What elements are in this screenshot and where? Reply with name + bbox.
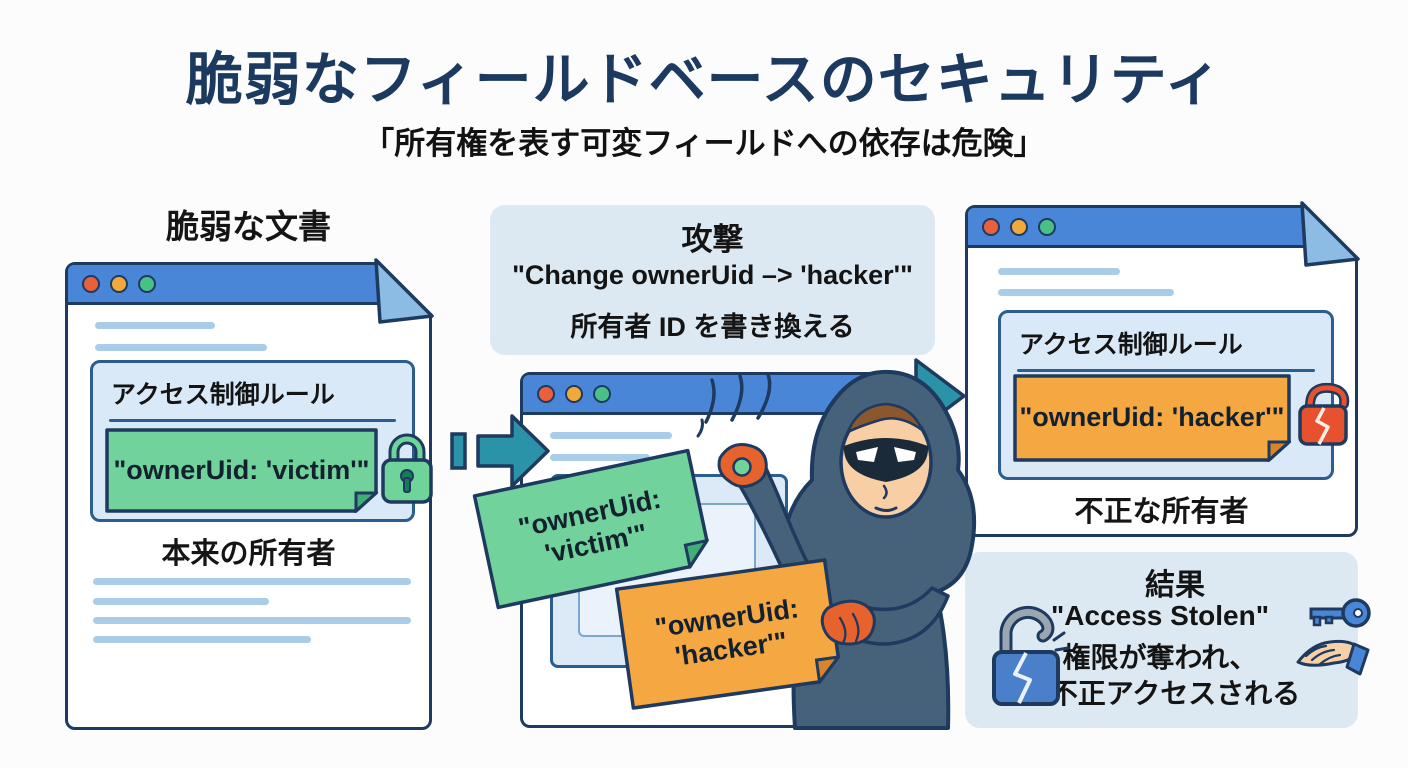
motion-lines-icon [696, 372, 772, 438]
result-line2: 不正アクセスされる [1049, 678, 1301, 709]
left-window-titlebar [68, 265, 429, 305]
attack-description: 所有者 ID を書き換える [570, 312, 855, 342]
flow-arrow-icon [450, 414, 550, 488]
lock-broken-icon [1298, 382, 1350, 446]
maximize-dot-icon [1038, 217, 1056, 236]
victim-note-left: "ownerUid: 'victim'" [105, 428, 378, 513]
attack-command: "Change ownerUid –> 'hacker'" [512, 260, 913, 290]
placeholder-line [93, 598, 269, 605]
result-status: "Access Stolen" [1051, 600, 1269, 631]
result-title: 結果 [1145, 569, 1205, 602]
hacker-note-right: "ownerUid: 'hacker'" [1013, 374, 1291, 462]
victim-note-left-text: "ownerUid: 'victim'" [113, 454, 370, 485]
hacker-hands-icon [717, 443, 876, 646]
placeholder-line [95, 322, 215, 329]
left-access-title: アクセス制御ルール [111, 381, 335, 409]
maximize-dot-icon [593, 384, 611, 403]
minimize-dot-icon [110, 274, 128, 293]
folded-corner-icon [1300, 199, 1362, 267]
hacker-note-middle: "ownerUid: 'hacker'" [614, 558, 843, 711]
right-window-titlebar [968, 208, 1355, 248]
close-dot-icon [537, 384, 555, 403]
sticky-note-shape [105, 428, 378, 513]
placeholder-line [93, 578, 411, 585]
lock-broken-blue-icon [992, 606, 1070, 706]
divider [1017, 369, 1315, 372]
placeholder-line [95, 344, 267, 351]
sticky-note-shape [472, 448, 711, 610]
hand-icon [1296, 639, 1370, 676]
close-dot-icon [82, 274, 100, 293]
hacker-note-right-text: "ownerUid: 'hacker'" [1019, 402, 1285, 433]
placeholder-line [998, 289, 1174, 296]
placeholder-line [550, 454, 650, 461]
sticky-note-shape [614, 558, 842, 710]
minimize-dot-icon [1010, 217, 1028, 236]
victim-note-middle: "ownerUid: 'victim'" [472, 448, 714, 610]
page-title: 脆弱なフィールドベースのセキュリティ [185, 48, 1223, 112]
left-panel-label: 脆弱な文書 [166, 208, 331, 245]
left-caption: 本来の所有者 [161, 538, 336, 570]
attack-info-box [490, 205, 935, 355]
minimize-dot-icon [565, 384, 583, 403]
result-line1: 権限が奪われ、 [1062, 642, 1258, 673]
placeholder-line [998, 268, 1120, 275]
placeholder-line [93, 636, 311, 643]
folded-corner-icon [374, 256, 436, 324]
maximize-dot-icon [138, 274, 156, 293]
divider [109, 419, 396, 422]
close-dot-icon [982, 217, 1000, 236]
right-access-title: アクセス制御ルール [1019, 331, 1243, 359]
placeholder-line [93, 617, 411, 624]
right-caption: 不正な所有者 [1074, 496, 1249, 528]
key-icon [1309, 598, 1371, 628]
page-subtitle: 「所有権を表す可変フィールドへの依存は危険」 [363, 126, 1045, 161]
attack-title: 攻撃 [681, 222, 744, 257]
placeholder-line [550, 432, 672, 439]
sticky-note-shape [1013, 374, 1291, 462]
lock-closed-icon [381, 433, 433, 504]
